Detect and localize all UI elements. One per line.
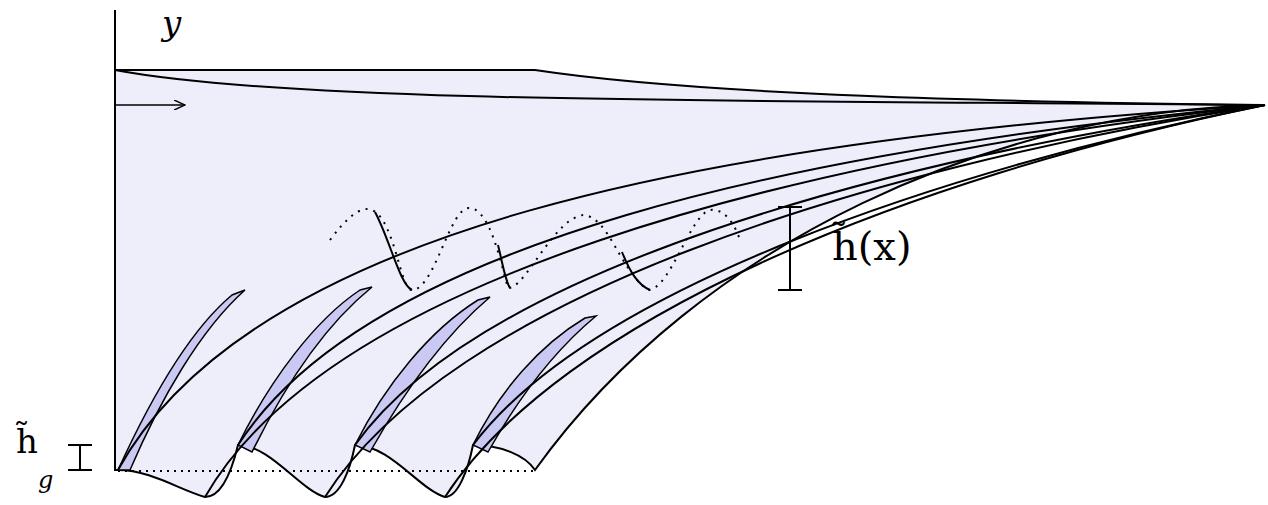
sheet-surface [115,70,1265,497]
dimension-bracket [68,207,802,470]
axis-label: y [162,6,181,40]
subscript-label: g [38,468,53,492]
amplitude-label: h̃ [16,424,38,458]
wrinkle-segments [375,212,650,290]
axis-arrow [115,104,185,106]
mean-line [118,470,535,472]
amplitude-label: h̃(x) [832,226,912,266]
sheet-lines [115,10,1265,497]
wrinkle-profile [330,208,740,290]
